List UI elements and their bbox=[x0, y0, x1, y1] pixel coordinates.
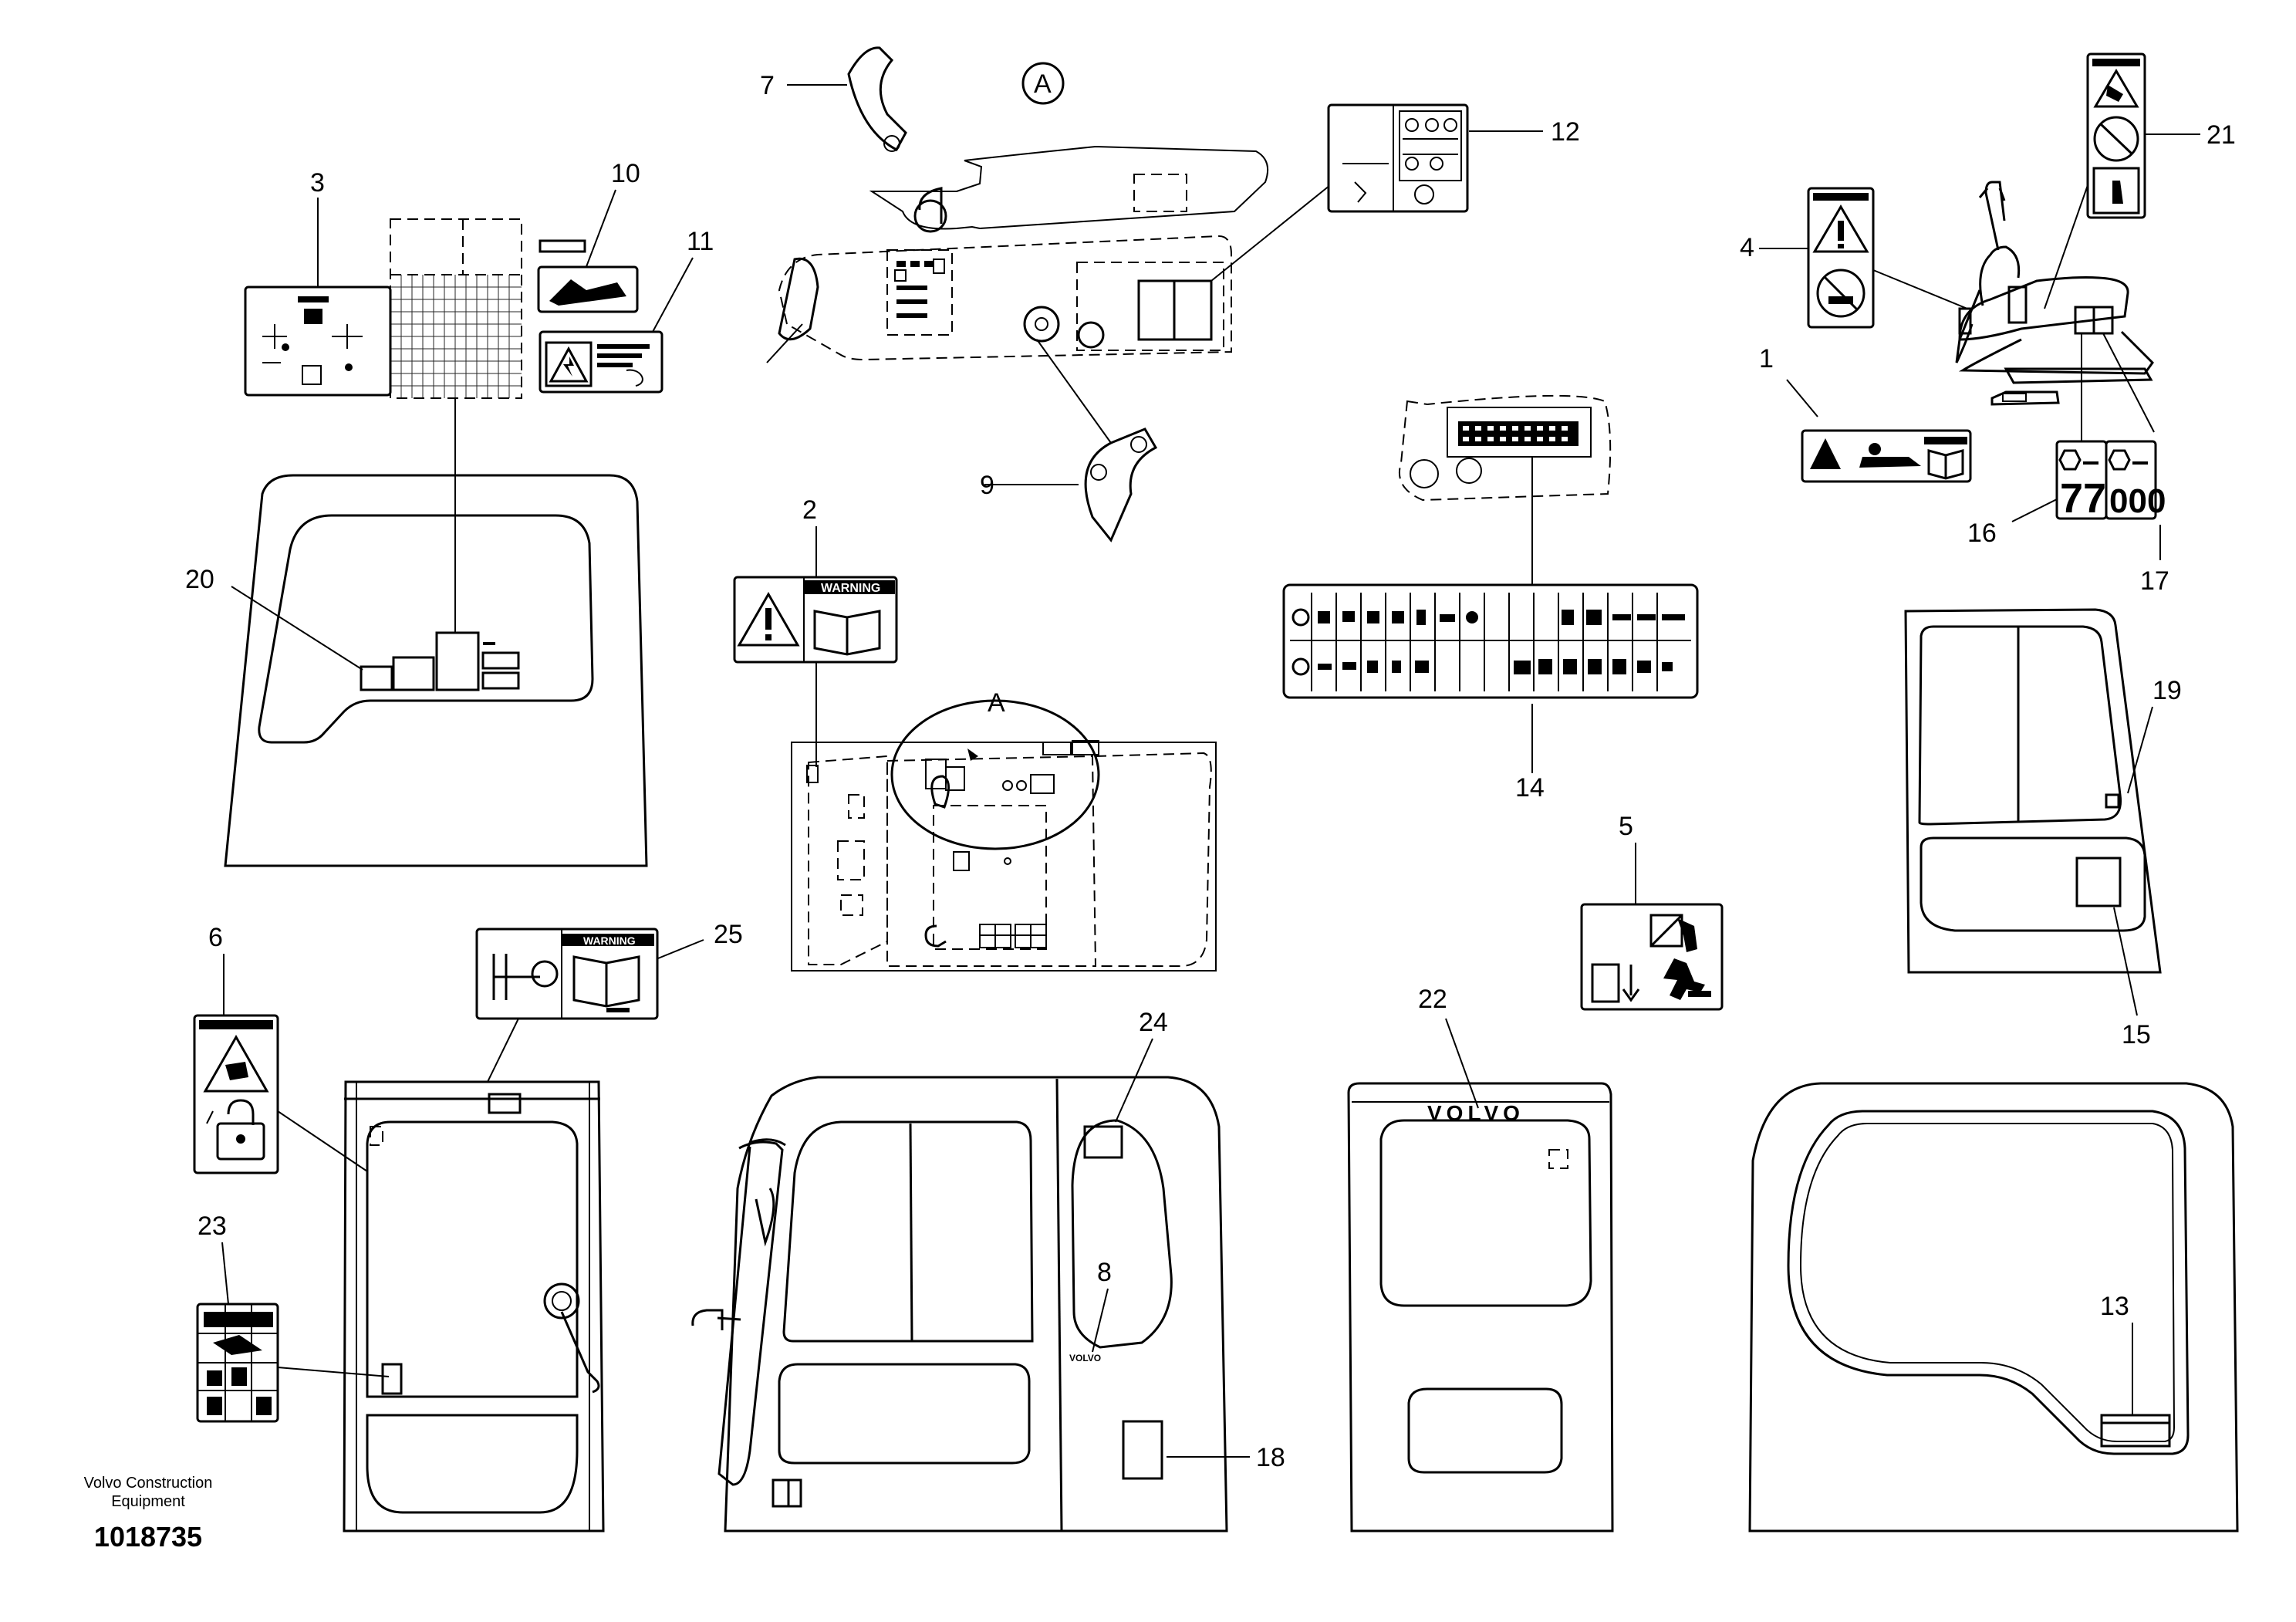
callout-16: 16 bbox=[1967, 519, 1997, 548]
drawing-number: 1018735 bbox=[94, 1521, 202, 1553]
detail-a-letter: A bbox=[988, 688, 1005, 718]
callout-24: 24 bbox=[1139, 1008, 1168, 1037]
door-front bbox=[343, 1080, 605, 1532]
callout-12: 12 bbox=[1551, 117, 1580, 147]
callout-14: 14 bbox=[1515, 773, 1545, 803]
label-6 bbox=[193, 1014, 279, 1174]
cab-side: VOLVO bbox=[691, 1076, 1228, 1532]
label-10-strip bbox=[539, 239, 586, 253]
console-detail bbox=[766, 145, 1331, 363]
callout-17: 17 bbox=[2140, 566, 2169, 596]
label-1 bbox=[1801, 429, 1972, 483]
callout-8: 8 bbox=[1097, 1258, 1112, 1287]
label-16: 77 bbox=[2055, 440, 2108, 522]
callout-5: 5 bbox=[1619, 812, 1633, 841]
leader-lines bbox=[221, 84, 2200, 1458]
callout-25: 25 bbox=[714, 920, 743, 949]
label-7 bbox=[847, 46, 907, 152]
label-10 bbox=[537, 265, 639, 313]
label-4 bbox=[1807, 187, 1875, 329]
callout-7: 7 bbox=[760, 71, 775, 100]
cab-side-brand: VOLVO bbox=[1069, 1353, 1101, 1363]
callout-19: 19 bbox=[2152, 676, 2182, 705]
joystick bbox=[1955, 181, 2155, 441]
plan-view: A bbox=[791, 688, 1217, 972]
label-16-value: 77 bbox=[2060, 475, 2106, 522]
callout-10: 10 bbox=[611, 159, 640, 188]
caption-line-1: Volvo Construction bbox=[84, 1475, 213, 1492]
callout-23: 23 bbox=[198, 1211, 227, 1241]
callout-22: 22 bbox=[1418, 985, 1447, 1014]
label-sheet bbox=[390, 218, 522, 633]
callout-numbers: 3 10 11 7 12 21 4 1 9 2 16 17 20 19 14 5… bbox=[185, 71, 2236, 1472]
callout-13: 13 bbox=[2100, 1292, 2129, 1321]
callout-18: 18 bbox=[1256, 1443, 1285, 1472]
cab-rear: VOLVO bbox=[1347, 1082, 1614, 1532]
callout-3: 3 bbox=[310, 168, 325, 198]
callout-20: 20 bbox=[185, 565, 214, 594]
callout-1: 1 bbox=[1759, 344, 1774, 373]
callout-4: 4 bbox=[1740, 233, 1754, 262]
view-a-marker: A bbox=[1021, 62, 1065, 105]
cab-rear-panel bbox=[224, 474, 648, 867]
label-12 bbox=[1327, 103, 1469, 213]
label-17: 000 bbox=[2105, 440, 2166, 520]
instrument-panel bbox=[1398, 394, 1612, 585]
label-25-warning: WARNING bbox=[583, 934, 636, 947]
label-14 bbox=[1282, 583, 1699, 699]
label-23 bbox=[196, 1303, 279, 1423]
label-3 bbox=[244, 286, 392, 397]
label-2: WARNING bbox=[733, 576, 898, 664]
label-25: WARNING bbox=[475, 928, 659, 1020]
drawing-caption: Volvo Construction Equipment 1018735 bbox=[84, 1475, 213, 1553]
view-a-letter: A bbox=[1034, 69, 1052, 99]
caption-line-2: Equipment bbox=[111, 1493, 185, 1510]
callout-11: 11 bbox=[687, 227, 714, 256]
label-17-value: 000 bbox=[2109, 482, 2166, 520]
label-2-warning: WARNING bbox=[821, 582, 880, 595]
callout-15: 15 bbox=[2122, 1020, 2151, 1049]
label-9 bbox=[1036, 339, 1158, 542]
cab-right-side bbox=[1748, 1082, 2239, 1532]
callout-2: 2 bbox=[802, 495, 817, 525]
label-21 bbox=[2086, 52, 2146, 219]
label-5 bbox=[1580, 903, 1724, 1011]
callout-21: 21 bbox=[2207, 120, 2236, 150]
label-11 bbox=[539, 330, 663, 394]
callout-6: 6 bbox=[208, 923, 223, 952]
door-right-side bbox=[1904, 608, 2162, 974]
